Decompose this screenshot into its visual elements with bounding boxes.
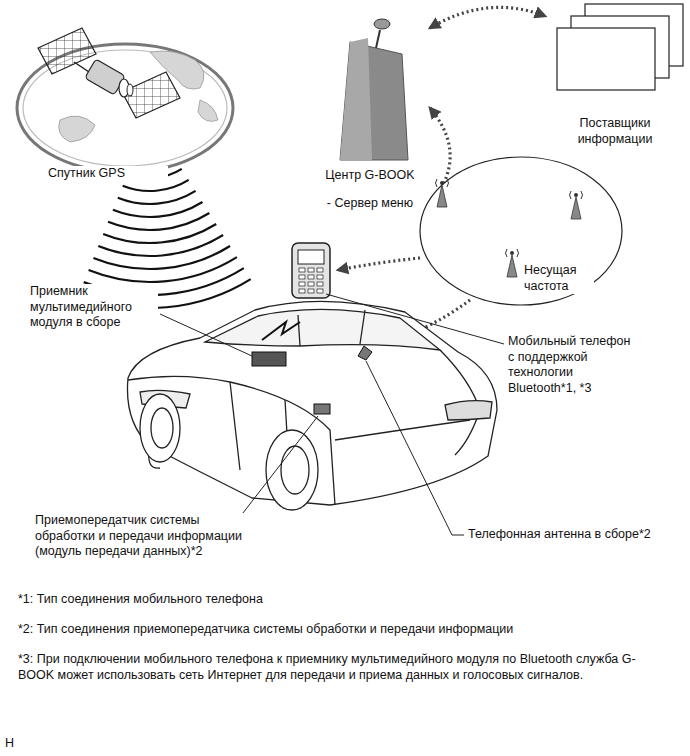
gps-signal-wave <box>89 257 237 282</box>
node-shape-part <box>506 249 519 257</box>
gps-signal-wave <box>93 246 230 269</box>
node-shape-part <box>557 28 655 90</box>
earth-globe <box>59 51 218 142</box>
car-body <box>205 309 440 350</box>
gps-satellite <box>122 72 180 118</box>
car-wheel <box>151 408 173 448</box>
phone-key <box>299 289 305 293</box>
gps-signal-wave <box>103 224 216 243</box>
leader-line <box>236 416 318 522</box>
phone-key <box>317 275 323 279</box>
gps-satellite <box>38 28 180 118</box>
phone-key <box>299 268 305 272</box>
phone-key <box>299 282 305 286</box>
node-title: Поставщики информации <box>563 116 667 147</box>
gps-signal-wave <box>108 213 209 230</box>
node-shape-part <box>440 181 444 185</box>
radio-link-arrow <box>338 258 420 270</box>
telephone-antenna <box>358 346 372 360</box>
phone-key <box>317 268 323 272</box>
node-shape-part <box>510 251 514 255</box>
gps-signal-wave <box>118 191 196 204</box>
node-shape-part <box>436 179 449 187</box>
part-label: Мобильный телефон с поддержкой технологи… <box>508 334 638 397</box>
car-wheel <box>281 446 309 494</box>
data-link-arrow <box>430 108 450 183</box>
node-shape-part <box>507 255 517 277</box>
part-label: Спутник GPS <box>48 166 168 182</box>
node-title: Центр G-BOOK <box>310 168 430 184</box>
car-body <box>335 420 470 440</box>
car-body <box>298 310 365 346</box>
node-shape-part <box>571 197 581 219</box>
car-wheel <box>140 394 318 510</box>
gps-signal-wave <box>98 235 223 256</box>
mobile-phone <box>292 243 330 298</box>
leader-line <box>160 294 504 535</box>
telephone-antenna <box>358 346 372 360</box>
multimedia-receiver <box>262 322 300 340</box>
car-wheel <box>266 430 318 510</box>
phone-key <box>308 275 314 279</box>
carrier-network-area: Несущая частота <box>418 155 624 307</box>
transceiver-module <box>314 404 330 414</box>
node-subtitle: - Сервер меню <box>310 196 430 212</box>
gps-satellite <box>38 28 96 74</box>
part-label: Приемник мультимедийного модуля в сборе <box>30 284 158 331</box>
phone-keys <box>299 268 323 293</box>
phone-key <box>317 282 323 286</box>
phone-key <box>317 289 323 293</box>
phone-key <box>308 268 314 272</box>
multimedia-receiver <box>252 352 286 366</box>
gbook-center: Центр G-BOOK - Сервер меню <box>310 12 430 216</box>
gps-signal-wave <box>113 202 203 217</box>
leader-line <box>160 314 252 356</box>
footnote: *1: Тип соединения мобильного телефона <box>18 592 668 608</box>
multimedia-receiver <box>252 322 300 366</box>
node-title: Несущая частота <box>524 263 594 294</box>
mobile-phone <box>298 250 324 264</box>
node-shape-part <box>574 193 578 197</box>
node-shape-part <box>374 19 390 29</box>
node-shape-part <box>437 185 447 207</box>
car-body <box>445 401 492 420</box>
mobile-phone <box>292 243 330 298</box>
leader-line <box>366 361 464 535</box>
node-shape <box>310 12 430 216</box>
data-link-arrow <box>430 7 545 28</box>
node-shape-part <box>340 38 372 160</box>
part-label: Приемопередатчик системы обработки и пер… <box>35 513 247 560</box>
phone-key <box>308 289 314 293</box>
part-label: Телефонная антенна в сборе*2 <box>468 527 683 543</box>
footnote: *2: Тип соединения приемопередатчика сис… <box>18 622 668 638</box>
footnote: *3: При подключении мобильного телефона … <box>18 652 668 683</box>
phone-key <box>299 275 305 279</box>
figure-mark: H <box>5 736 25 752</box>
node-shape-part <box>420 157 622 305</box>
phone-key <box>308 282 314 286</box>
node-shape-part <box>570 191 583 199</box>
leader-line <box>326 294 504 344</box>
car-wheel <box>140 394 180 462</box>
transceiver-module <box>314 404 330 414</box>
gps-satellite <box>127 84 133 96</box>
node-shape-part <box>376 30 380 48</box>
information-providers: Поставщики информации <box>545 2 685 152</box>
